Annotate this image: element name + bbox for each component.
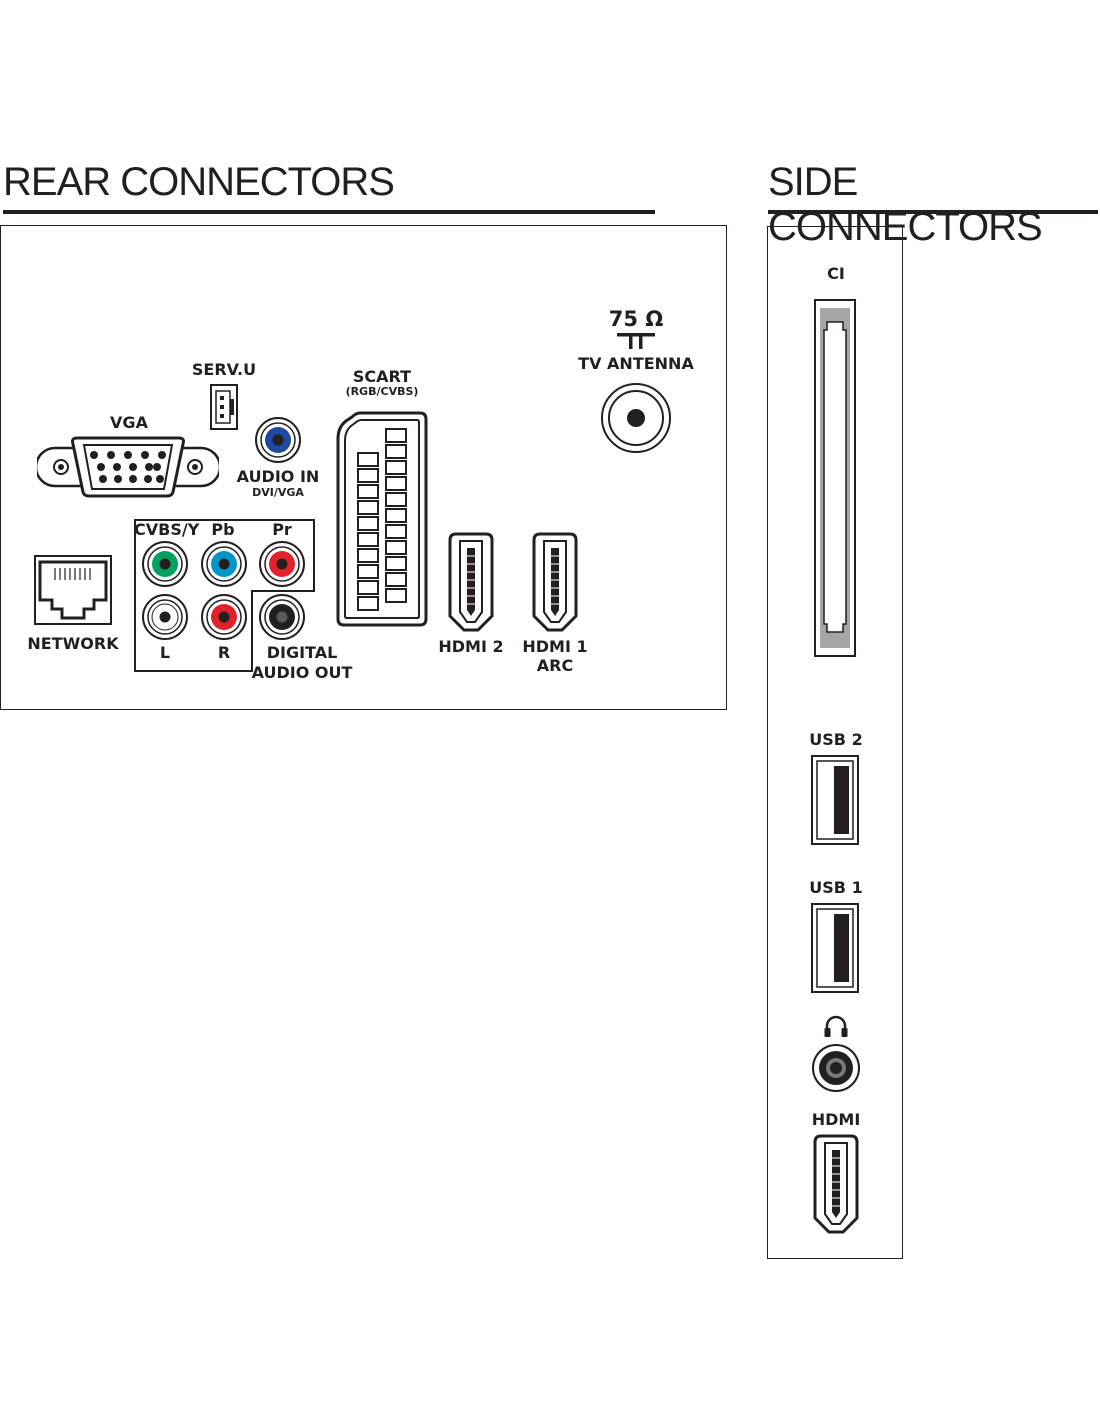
scart-pin bbox=[357, 516, 379, 531]
headphone-jack bbox=[811, 1043, 861, 1093]
antenna-label: TV ANTENNA bbox=[578, 354, 694, 373]
scart-pin bbox=[385, 444, 407, 459]
network-label: NETWORK bbox=[27, 634, 119, 653]
side-hdmi-port bbox=[813, 1134, 859, 1234]
scart-label: SCART bbox=[352, 367, 412, 386]
scart-pin bbox=[357, 452, 379, 467]
ci-label: CI bbox=[827, 264, 845, 283]
audio-l-label: L bbox=[159, 643, 171, 662]
scart-pin bbox=[357, 564, 379, 579]
scart-pin bbox=[385, 508, 407, 523]
usb-1-label: USB 1 bbox=[809, 878, 863, 897]
headphones-icon bbox=[823, 1014, 849, 1038]
hdmi-1-port bbox=[532, 532, 578, 632]
scart-pin bbox=[385, 492, 407, 507]
cvbs-y-label: CVBS/Y bbox=[134, 520, 200, 539]
hdmi-2-port bbox=[448, 532, 494, 632]
hdmi-2-label: HDMI 2 bbox=[438, 637, 504, 656]
antenna-port bbox=[600, 382, 672, 454]
scart-pins bbox=[357, 428, 407, 611]
usb-2-label: USB 2 bbox=[809, 730, 863, 749]
digital-audio-out-label-2: AUDIO OUT bbox=[251, 663, 353, 682]
pr-label: Pr bbox=[272, 520, 292, 539]
audio-in-label: AUDIO IN bbox=[236, 467, 320, 486]
scart-port bbox=[336, 409, 428, 629]
rear-panel: VGA SERV.U bbox=[0, 225, 727, 710]
antenna-symbol-icon bbox=[617, 333, 655, 349]
vga-label: VGA bbox=[110, 413, 148, 432]
scart-pin bbox=[385, 572, 407, 587]
scart-pin bbox=[385, 524, 407, 539]
scart-pin bbox=[357, 500, 379, 515]
usb-2-port bbox=[810, 754, 860, 846]
vga-port bbox=[37, 434, 219, 500]
audio-in-jack bbox=[254, 416, 302, 464]
pb-jack bbox=[200, 540, 248, 588]
antenna-ohm-label: 75 Ω bbox=[608, 307, 664, 331]
audio-in-sublabel: DVI/VGA bbox=[252, 486, 304, 499]
av-bracket bbox=[132, 517, 318, 673]
hdmi-1-label: HDMI 1 bbox=[522, 637, 588, 656]
serv-u-port bbox=[209, 383, 239, 431]
usb-1-port bbox=[810, 902, 860, 994]
scart-pin bbox=[385, 460, 407, 475]
serv-u-label: SERV.U bbox=[191, 360, 257, 379]
side-panel: CI USB 2 USB 1 bbox=[767, 226, 903, 1259]
hdmi-1-arc-label: ARC bbox=[536, 656, 574, 675]
side-title-rule bbox=[768, 210, 1098, 214]
rear-title-rule bbox=[3, 210, 655, 214]
scart-pin bbox=[385, 540, 407, 555]
scart-pin bbox=[385, 476, 407, 491]
rear-connectors-title: REAR CONNECTORS bbox=[3, 160, 395, 204]
audio-l-jack bbox=[141, 593, 189, 641]
scart-pin bbox=[357, 484, 379, 499]
scart-pin bbox=[357, 548, 379, 563]
cvbs-y-jack bbox=[141, 540, 189, 588]
digital-audio-out-jack bbox=[258, 593, 306, 641]
audio-r-label: R bbox=[217, 643, 231, 662]
digital-audio-out-label-1: DIGITAL bbox=[266, 643, 338, 662]
scart-pin bbox=[357, 468, 379, 483]
scart-pin bbox=[385, 428, 407, 443]
ci-slot bbox=[813, 298, 857, 658]
scart-sublabel: (RGB/CVBS) bbox=[345, 385, 419, 398]
scart-pin bbox=[357, 532, 379, 547]
side-hdmi-label: HDMI bbox=[811, 1110, 861, 1129]
scart-pin bbox=[357, 580, 379, 595]
scart-pin bbox=[357, 596, 379, 611]
network-port bbox=[33, 554, 113, 626]
pb-label: Pb bbox=[211, 520, 235, 539]
scart-pin bbox=[385, 556, 407, 571]
pr-jack bbox=[258, 540, 306, 588]
audio-r-jack bbox=[200, 593, 248, 641]
scart-pin bbox=[385, 588, 407, 603]
